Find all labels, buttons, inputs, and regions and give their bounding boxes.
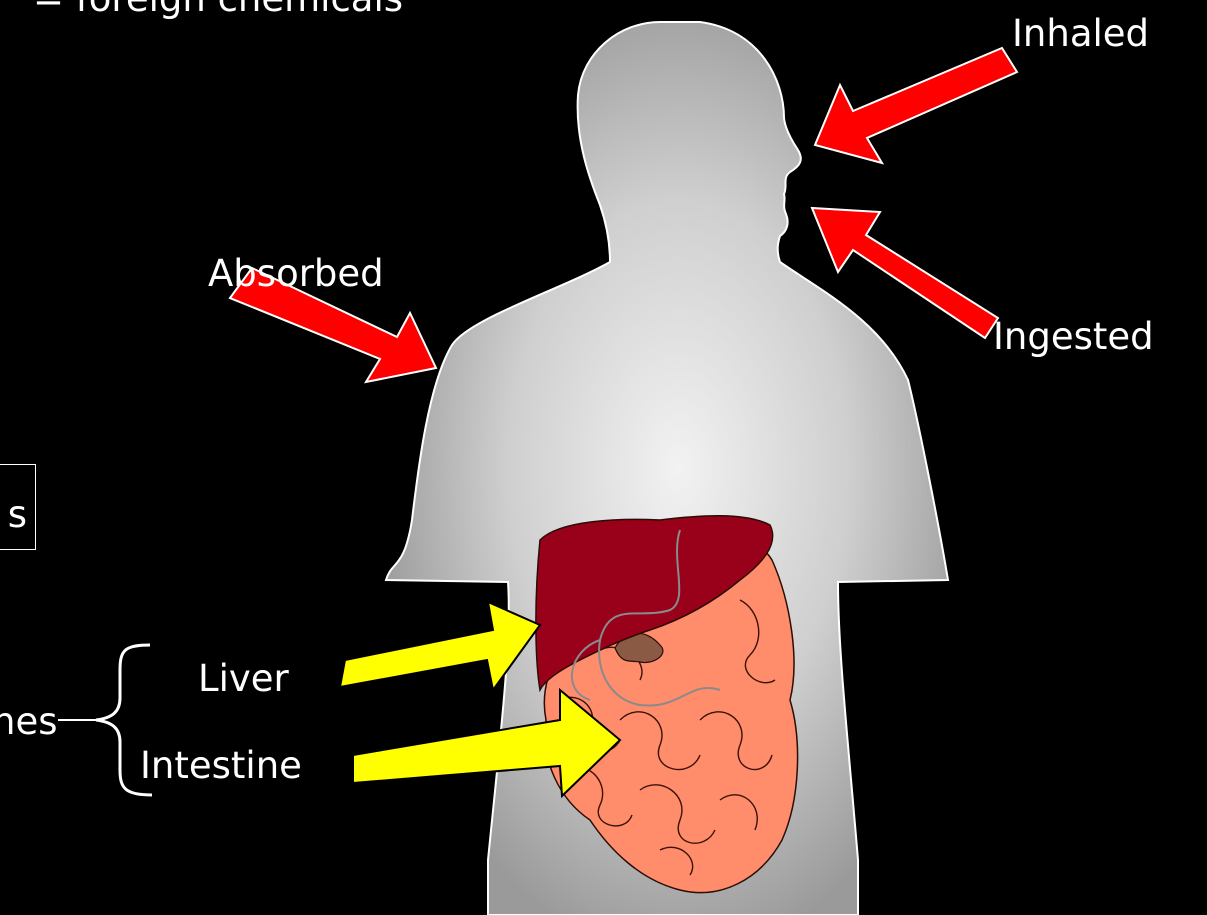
top-cut-label: = foreign chemicals: [33, 0, 403, 17]
ingested-label: Ingested: [993, 318, 1154, 355]
inhaled-label: Inhaled: [1012, 15, 1149, 52]
boxed-text-fragment: s: [0, 464, 36, 550]
left-cut-label: nes: [0, 703, 58, 740]
intestine-label: Intestine: [140, 747, 302, 784]
absorbed-label: Absorbed: [208, 255, 384, 292]
inhaled-arrow: [815, 48, 1017, 163]
liver-label: Liver: [198, 660, 289, 697]
boxed-text-label: s: [8, 493, 27, 536]
